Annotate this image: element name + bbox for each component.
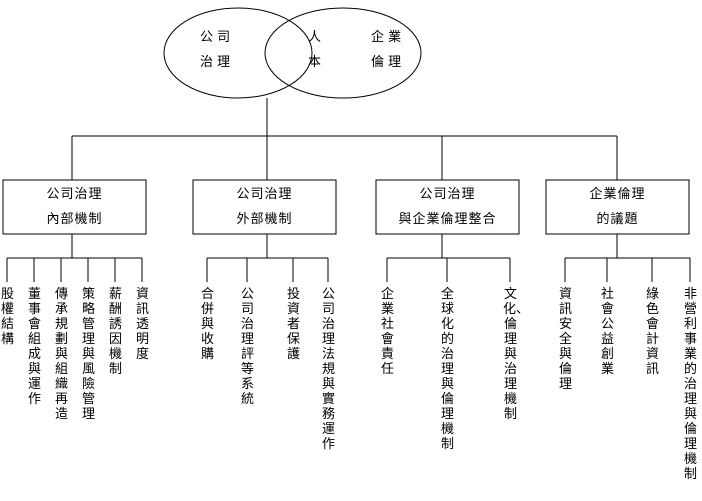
leaf-item: 社會公益創業 [600, 287, 614, 377]
venn-left-line-2: 治 理 [200, 55, 231, 70]
venn-right-line-2: 倫 理 [371, 55, 402, 70]
leaf-item: 公司治理評等系統 [240, 287, 254, 407]
box-1-title-line-2: 內部機制 [46, 212, 103, 227]
box-1-title-line-1: 公司治理 [46, 187, 103, 202]
leaf-item: 策略管理與風險管理 [81, 287, 95, 422]
box-3-title-line-1: 公司治理 [419, 187, 476, 202]
leaf-item: 傳承規劃與組織再造 [54, 287, 68, 422]
leaf-item: 公司治理法規與實務運作 [321, 287, 335, 452]
box-3-title: 公司治理 與企業倫理整合 [376, 182, 519, 232]
leaf-item: 資訊透明度 [135, 287, 149, 362]
venn-right-line-1: 企 業 [371, 30, 402, 45]
box-1-title: 公司治理 內部機制 [3, 182, 146, 232]
leaf-item: 投資者保護 [286, 287, 300, 362]
box-2-title: 公司治理 外部機制 [193, 182, 336, 232]
box-1 [2, 179, 147, 235]
box-4-title: 企業倫理 的議題 [546, 182, 689, 232]
leaf-item: 股權結構 [0, 287, 14, 347]
venn-left-line-1: 公 司 [200, 30, 231, 45]
box-2-title-line-1: 公司治理 [236, 187, 293, 202]
leaf-item: 董事會組成與運作 [27, 287, 41, 407]
venn-right-ellipse [264, 7, 422, 99]
leaf-item: 合併與收購 [200, 287, 214, 362]
leaf-item: 薪酬誘因機制 [108, 287, 122, 377]
venn-left-ellipse [163, 7, 313, 99]
box-3 [375, 179, 520, 235]
leaf-item: 企業社會責任 [380, 287, 394, 377]
box-2 [192, 179, 337, 235]
leaf-item: 文化、倫理與治理機制 [503, 287, 530, 422]
box-4 [545, 179, 690, 235]
box-4-title-line-1: 企業倫理 [589, 187, 646, 202]
venn-center-line-1: 人 [308, 30, 322, 45]
leaf-item: 綠色會計資訊 [645, 287, 659, 377]
venn-center-line-2: 本 [308, 55, 322, 70]
box-2-title-line-2: 外部機制 [236, 212, 293, 227]
leaf-item: 非營利事業的治理與倫理機制 [683, 287, 697, 482]
box-3-title-line-2: 與企業倫理整合 [398, 212, 497, 227]
leaf-item: 資訊安全與倫理 [558, 287, 572, 392]
leaf-item: 全球化的治理與倫理機制 [440, 287, 454, 452]
box-4-title-line-2: 的議題 [596, 212, 639, 227]
